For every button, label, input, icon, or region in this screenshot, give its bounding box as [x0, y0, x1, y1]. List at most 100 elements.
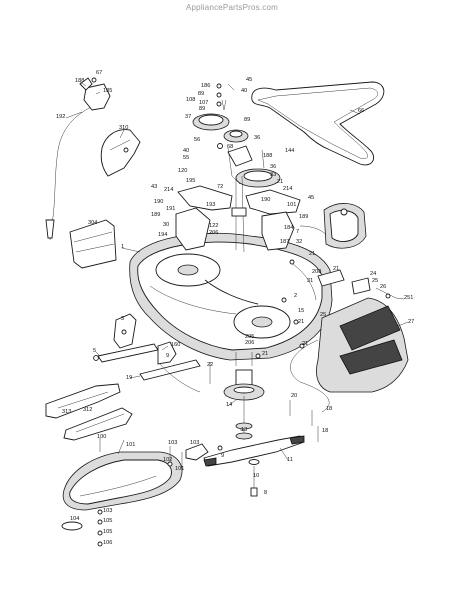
part-label: 27: [408, 319, 414, 325]
part-label: 5: [93, 348, 96, 354]
part-label: 66: [358, 108, 364, 114]
part-label: 195: [186, 178, 195, 184]
part-label: 205: [245, 334, 254, 340]
part-label: 9: [221, 453, 224, 459]
part-label: 8: [264, 490, 267, 496]
part-label: 26: [380, 284, 386, 290]
part-label: 40: [183, 148, 189, 154]
part-label: 72: [217, 184, 223, 190]
part-label: 191: [166, 206, 175, 212]
part-label: 187: [280, 239, 289, 245]
belt-guard: [100, 129, 141, 177]
part-label: 21: [302, 341, 308, 347]
part-label: 11: [287, 457, 293, 463]
part-label: 120: [178, 168, 187, 174]
part-label: 206: [209, 230, 218, 236]
bolts: [209, 259, 397, 442]
part-label: 25: [320, 312, 326, 318]
part-label: 188: [75, 78, 84, 84]
part-label: 102: [163, 457, 172, 463]
part-label: 21: [309, 251, 315, 257]
right-upper-bracket: [323, 203, 367, 249]
part-label: 22: [207, 362, 213, 368]
part-label: 18: [326, 406, 332, 412]
part-label: 214: [283, 186, 292, 192]
mulch-cover: [61, 438, 183, 547]
idler-brackets: [175, 147, 331, 253]
part-label: 206: [245, 340, 254, 346]
pulleys: [192, 83, 281, 188]
part-label: 36: [254, 135, 260, 141]
part-label: 313: [62, 409, 71, 415]
part-label: 89: [244, 117, 250, 123]
deck-side-skirts: [45, 383, 133, 441]
part-label: 45: [308, 195, 314, 201]
part-label: 31: [307, 278, 313, 284]
part-label: 104: [70, 516, 79, 522]
part-label: 24: [370, 271, 376, 277]
part-label: 190: [154, 199, 163, 205]
part-label: 43: [151, 184, 157, 190]
part-label: 7: [296, 229, 299, 235]
part-label: 10: [253, 473, 259, 479]
part-label: 21: [298, 319, 304, 325]
part-label: 190: [261, 197, 270, 203]
deck-baffle: [69, 219, 117, 269]
part-label: 20: [291, 393, 297, 399]
part-label: 189: [151, 212, 160, 218]
part-label: 37: [185, 114, 191, 120]
part-label: 101: [287, 202, 296, 208]
part-label: 160: [171, 342, 180, 348]
part-label: 45: [246, 77, 252, 83]
part-label: 33: [270, 172, 276, 178]
part-label: 122: [209, 223, 218, 229]
part-label: 103: [103, 508, 112, 514]
part-label: 108: [186, 97, 195, 103]
part-label: 56: [194, 137, 200, 143]
part-label: 100: [97, 434, 106, 440]
watermark: AppliancePartsPros.com: [186, 3, 278, 12]
part-label: 13: [241, 427, 247, 433]
blade-spindle-assembly: [223, 352, 265, 440]
lower-hardware: [167, 443, 223, 470]
control-cable: [45, 77, 111, 241]
part-label: 185: [103, 88, 112, 94]
part-label: 36: [270, 164, 276, 170]
part-label: 101: [175, 466, 184, 472]
part-label: 103: [168, 440, 177, 446]
mower-blade: [203, 435, 305, 497]
part-label: 103: [190, 440, 199, 446]
part-label: 214: [164, 187, 173, 193]
part-label: 310: [119, 125, 128, 131]
part-label: 40: [241, 88, 247, 94]
part-label: 184: [284, 225, 293, 231]
mower-deck-housing: [129, 232, 333, 361]
part-label: 251: [404, 295, 413, 301]
part-label: 30: [163, 222, 169, 228]
part-label: 3: [121, 316, 124, 322]
front-hanger-bracket: [113, 313, 137, 349]
part-label: 19: [126, 375, 132, 381]
part-label: 186: [201, 83, 210, 89]
part-label: 208: [312, 269, 321, 275]
part-label: 21: [277, 179, 283, 185]
part-label: 144: [285, 148, 294, 154]
part-label: 21: [262, 351, 268, 357]
part-label: 55: [183, 155, 189, 161]
part-label: 32: [296, 239, 302, 245]
part-label: 194: [158, 232, 167, 238]
part-label: 14: [226, 402, 232, 408]
part-label: 107: [199, 100, 208, 106]
drive-belt: [251, 81, 385, 166]
discharge-chute: [290, 297, 409, 413]
part-label: 1: [121, 244, 124, 250]
part-label: 67: [96, 70, 102, 76]
part-label: 9: [166, 353, 169, 359]
part-label: 15: [298, 308, 304, 314]
leader-lines: [65, 81, 409, 461]
part-label: 25: [372, 278, 378, 284]
part-label: 105: [103, 518, 112, 524]
part-label: 2: [294, 293, 297, 299]
